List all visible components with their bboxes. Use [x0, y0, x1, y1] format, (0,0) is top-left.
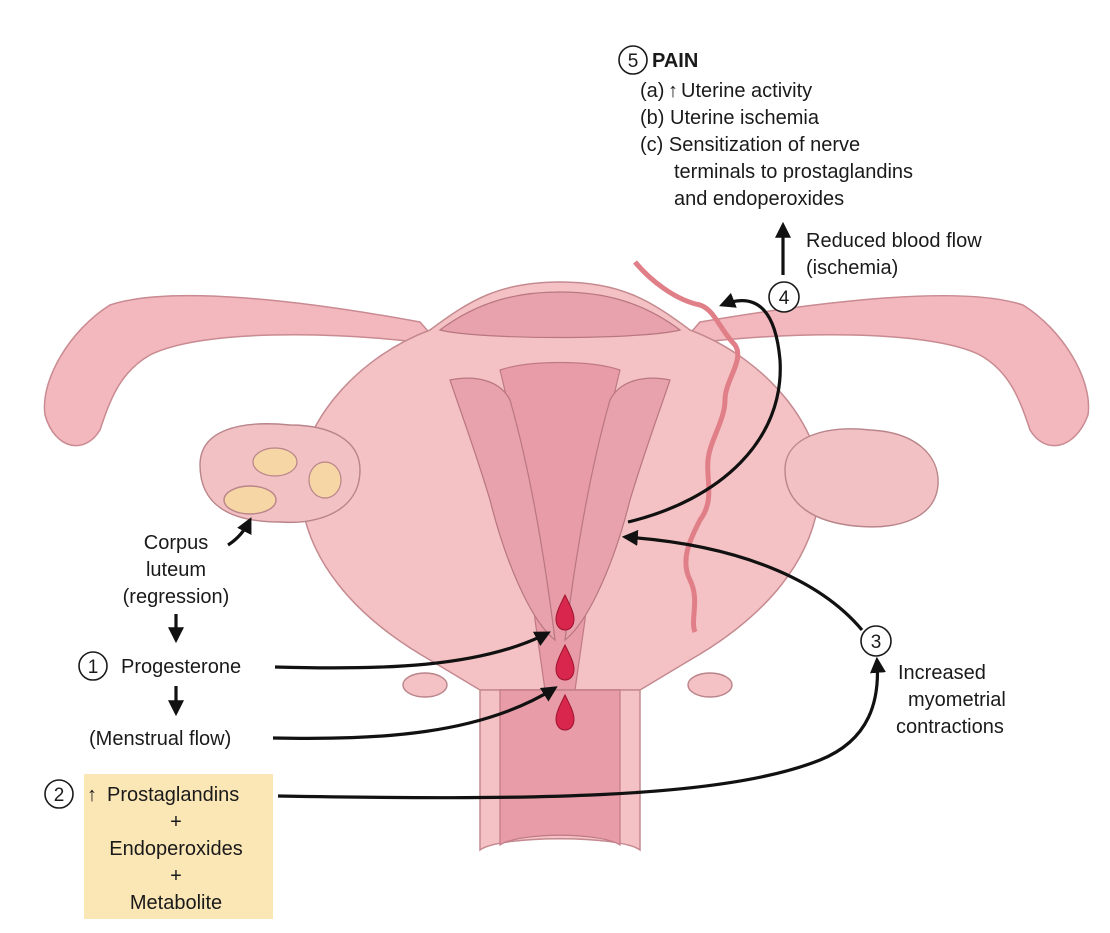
blood-drop-1 — [555, 593, 575, 631]
step-2-circle — [44, 779, 74, 809]
step-3-circle — [860, 625, 892, 657]
pain-line-c1: (c) Sensitization of nerve — [640, 134, 860, 156]
step-5-group: 5 PAIN (a) ↑ Uterine activity (b) Uterin… — [618, 45, 913, 210]
right-round-ligament — [687, 672, 733, 698]
blood-drop-2 — [555, 643, 575, 681]
uterus-illustration — [43, 260, 1090, 852]
pain-line-c3: and endoperoxides — [674, 188, 844, 210]
uterine-artery — [633, 260, 741, 633]
step-3-group: 3 Increased myometrial contractions — [860, 625, 1006, 738]
pain-title: PAIN — [652, 50, 698, 72]
myometrium-to-ischemia-arrow — [627, 292, 782, 524]
contractions-to-myometrium-arrow — [621, 529, 864, 632]
step-3-number: 3 — [871, 632, 882, 653]
right-fallopian-tube — [678, 294, 1090, 447]
pain-line-b: (b) Uterine ischemia — [640, 107, 820, 129]
follicle-1 — [252, 447, 298, 477]
step-4-circle — [768, 281, 800, 313]
menstrual-flow-label: (Menstrual flow) — [89, 728, 231, 750]
myometrial-label: myometrial — [908, 689, 1006, 711]
step-4-number: 4 — [779, 288, 790, 309]
luteum-label: luteum — [146, 559, 206, 581]
corpus-luteum-shape — [223, 485, 277, 515]
corpus-luteum-group: Corpus luteum (regression) — [123, 532, 230, 608]
endoperoxides-label: Endoperoxides — [109, 838, 242, 860]
increased-label: Increased — [898, 662, 986, 684]
ischemia-label: (ischemia) — [806, 257, 898, 279]
plus-sign-2: + — [170, 865, 182, 887]
step-5-number: 5 — [628, 51, 639, 72]
corpus-to-ovary-arrow — [227, 517, 252, 547]
up-arrow-icon: ↑ — [87, 784, 97, 806]
regression-label: (regression) — [123, 586, 230, 608]
left-fallopian-tube — [43, 294, 442, 447]
cervical-canal — [499, 689, 621, 847]
pain-line-c2: terminals to prostaglandins — [674, 161, 913, 183]
fundus-muscle — [438, 291, 682, 339]
step-2-group: 2 ↑ Prostaglandins + Endoperoxides + Met… — [44, 779, 243, 914]
left-round-ligament — [402, 672, 448, 698]
step-2-number: 2 — [54, 785, 65, 806]
blood-drop-3 — [555, 693, 575, 731]
corpus-label: Corpus — [144, 532, 208, 554]
step-1-group: 1 Progesterone (Menstrual flow) — [78, 651, 241, 750]
pathway-arrows — [168, 221, 886, 800]
prostaglandins-box — [84, 774, 273, 919]
prostaglandins-label: Prostaglandins — [107, 784, 239, 806]
step-5-circle — [618, 45, 648, 75]
step-1-number: 1 — [88, 657, 99, 678]
reduced-blood-flow-label: Reduced blood flow — [806, 230, 982, 252]
step-4-group: Reduced blood flow (ischemia) 4 — [768, 230, 982, 313]
prostaglandins-to-contractions-arrow — [277, 656, 886, 800]
step-1-circle — [78, 651, 108, 681]
progesterone-to-uterus-arrow — [274, 631, 551, 670]
up-arrow-icon: ↑ — [668, 80, 678, 102]
metabolite-label: Metabolite — [130, 892, 222, 914]
follicle-2 — [308, 461, 342, 499]
pain-line-a: Uterine activity — [681, 80, 812, 102]
contractions-label: contractions — [896, 716, 1004, 738]
left-myometrium — [449, 377, 556, 642]
pain-line-a-prefix: (a) — [640, 80, 664, 102]
right-myometrium — [564, 377, 671, 642]
progesterone-label: Progesterone — [121, 656, 241, 678]
flow-to-uterus-arrow — [272, 686, 558, 740]
plus-sign-1: + — [170, 811, 182, 833]
right-ovary — [784, 428, 939, 528]
